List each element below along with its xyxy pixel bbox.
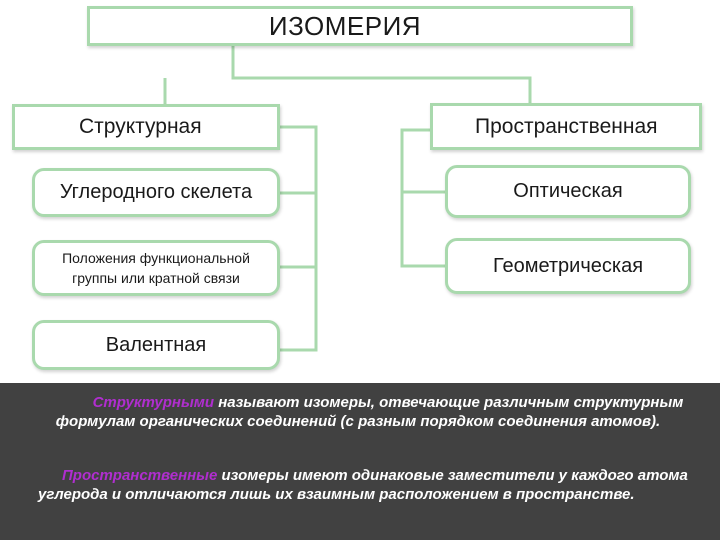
highlight-structural: Структурными <box>92 394 215 411</box>
spatial-label: Пространственная <box>475 114 658 138</box>
definitions-panel: Структурными называют изомеры, отвечающи… <box>0 383 720 540</box>
spatial-item-geometric: Геометрическая <box>445 238 691 294</box>
root-box: ИЗОМЕРИЯ <box>87 6 633 46</box>
structural-item-carbon-skeleton: Углеродного скелета <box>32 168 280 217</box>
definition-spatial: Пространственные изомеры имеют одинаковы… <box>38 466 688 504</box>
connector-spatial-bracket <box>400 128 445 268</box>
spatial-box: Пространственная <box>430 103 702 150</box>
isomerism-diagram: ИЗОМЕРИЯ Структурная Пространственная Уг… <box>12 6 702 370</box>
connector-root <box>231 46 532 104</box>
spatial-item-label: Оптическая <box>513 180 623 202</box>
structural-box: Структурная <box>12 104 280 150</box>
spatial-item-optical: Оптическая <box>445 165 691 218</box>
root-label: ИЗОМЕРИЯ <box>268 10 422 41</box>
structural-item-label: Углеродного скелета <box>59 181 253 203</box>
structural-item-valence: Валентная <box>32 320 280 370</box>
definition-spatial-text: изомеры имеют одинаковые заместители у к… <box>38 467 688 503</box>
structural-item-label: Положения функциональной группы или крат… <box>62 250 250 286</box>
connector-structural-bracket <box>280 125 318 352</box>
definition-structural-text: называют изомеры, отвечающие различным с… <box>55 394 684 430</box>
structural-item-label: Валентная <box>105 333 207 356</box>
spatial-item-label: Геометрическая <box>492 254 644 277</box>
structural-item-functional-group: Положения функциональной группы или крат… <box>32 240 280 296</box>
connector-lines <box>163 46 532 352</box>
structural-label: Структурная <box>79 115 202 138</box>
highlight-spatial: Пространственные <box>62 467 218 484</box>
definition-structural: Структурными называют изомеры, отвечающи… <box>18 393 698 431</box>
